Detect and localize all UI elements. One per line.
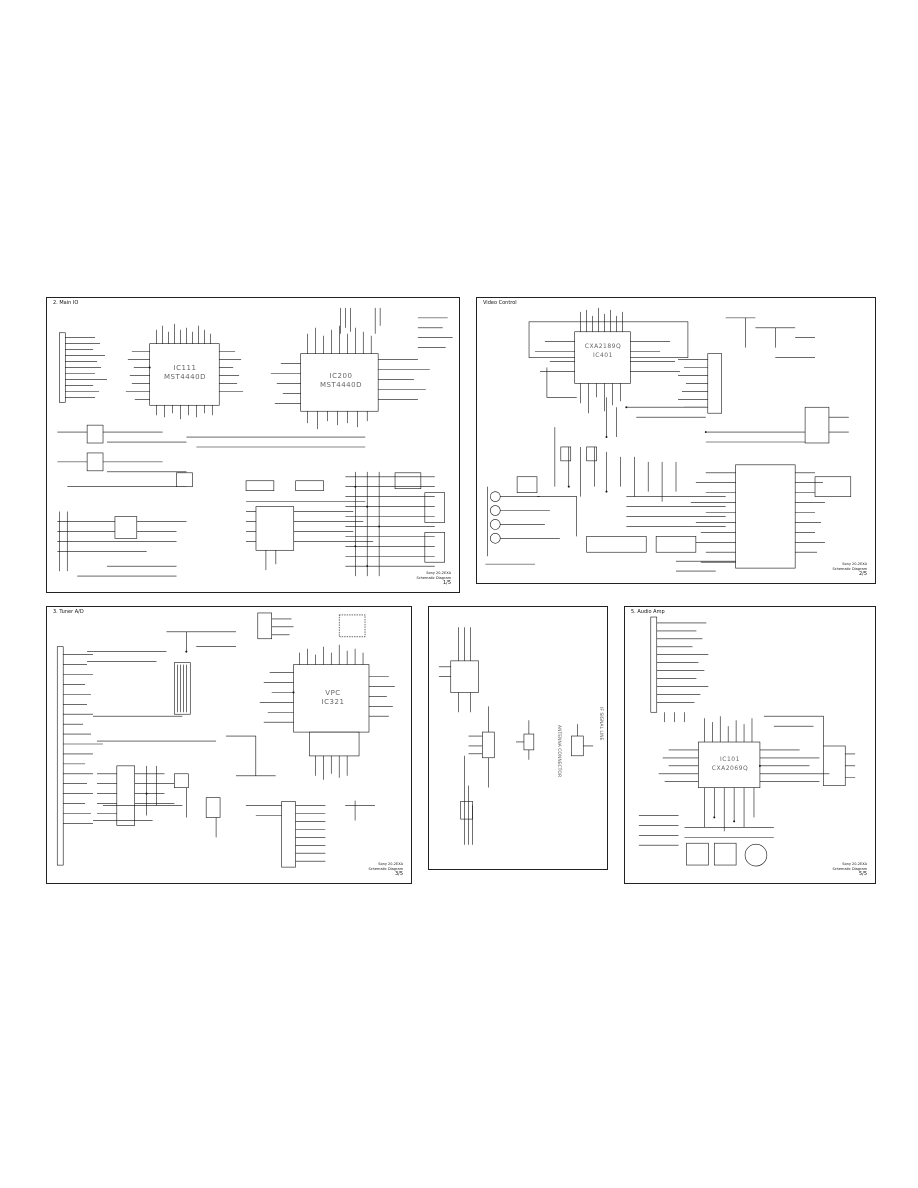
chip-part: MST4440D: [164, 373, 206, 381]
title-block-line: Sony 20-2EXA: [378, 862, 403, 866]
panel-title: 3. Tuner A/D: [53, 609, 84, 615]
schematic-wiring: [56, 612, 395, 868]
chip-ref: IC101: [720, 756, 740, 763]
title-block-line: Sony 20-2EXA: [842, 862, 867, 866]
schematic-wiring: [485, 307, 852, 572]
chip-label: CXA2189Q IC401: [575, 342, 631, 360]
schematic-panel-audio-amp: 5. Audio Amp IC101 CXA2069Q Sony 20-2EXA…: [624, 606, 876, 884]
chip-label: VPC IC321: [295, 689, 371, 707]
panel-title: 5. Audio Amp: [631, 609, 665, 615]
schematic-panel-tuner-ad: 3. Tuner A/D VPC IC321 Sony 20-2EXA Sche…: [46, 606, 412, 884]
schematic-panel-antenna: ANTENNA CONNECTOR IF SIGNAL LINE: [428, 606, 608, 870]
side-label: IF SIGNAL LINE: [598, 707, 603, 741]
title-block-line: Schematic Diagram: [832, 867, 867, 871]
title-block: Sony 20-2EXA Schematic Diagram 5/5: [833, 862, 867, 877]
page-number: 1/5: [442, 580, 451, 586]
panel-title: Video Control: [483, 300, 517, 306]
chip-label: IC101 CXA2069Q: [699, 755, 761, 773]
chip-part: MST4440D: [320, 381, 362, 389]
chip-ref: IC401: [593, 352, 613, 359]
chip-label: IC200 MST4440D: [302, 372, 380, 390]
schematic-panel-main-io: 2. Main IO IC111 MST4440D IC200 MST4440D…: [46, 297, 460, 593]
title-block-line: Sony 20-2EXA: [842, 562, 867, 566]
page-number: 5/5: [858, 871, 867, 877]
side-label: ANTENNA CONNECTOR: [556, 725, 561, 778]
title-block-line: Schematic Diagram: [368, 867, 403, 871]
title-block-line: Schematic Diagram: [832, 567, 867, 571]
chip-ref: IC200: [329, 372, 353, 380]
page-number: 3/5: [394, 871, 403, 877]
title-block: Sony 20-2EXA Schematic Diagram 3/5: [369, 862, 403, 877]
chip-part: CXA2069Q: [711, 765, 749, 772]
page-number: 2/5: [858, 571, 867, 577]
chip-label: IC111 MST4440D: [150, 364, 220, 382]
schematic-panel-video-control: Video Control CXA2189Q IC401 Sony 20-2EX…: [476, 297, 876, 584]
title-block: Sony 20-2EXA Schematic Diagram 1/5: [417, 571, 451, 586]
chip-ref: IC321: [321, 698, 345, 706]
title-block: Sony 20-2EXA Schematic Diagram 2/5: [833, 562, 867, 577]
chip-part: CXA2189Q: [584, 343, 622, 350]
chip-ref: IC111: [173, 364, 197, 372]
title-block-line: Sony 20-2EXA: [426, 571, 451, 575]
schematic-wiring: [57, 307, 453, 577]
title-block-line: Schematic Diagram: [416, 576, 451, 580]
schematic-wiring: [638, 616, 856, 867]
chip-part: VPC: [325, 689, 341, 697]
schematic-wiring: [438, 627, 594, 845]
panel-title: 2. Main IO: [53, 300, 79, 306]
